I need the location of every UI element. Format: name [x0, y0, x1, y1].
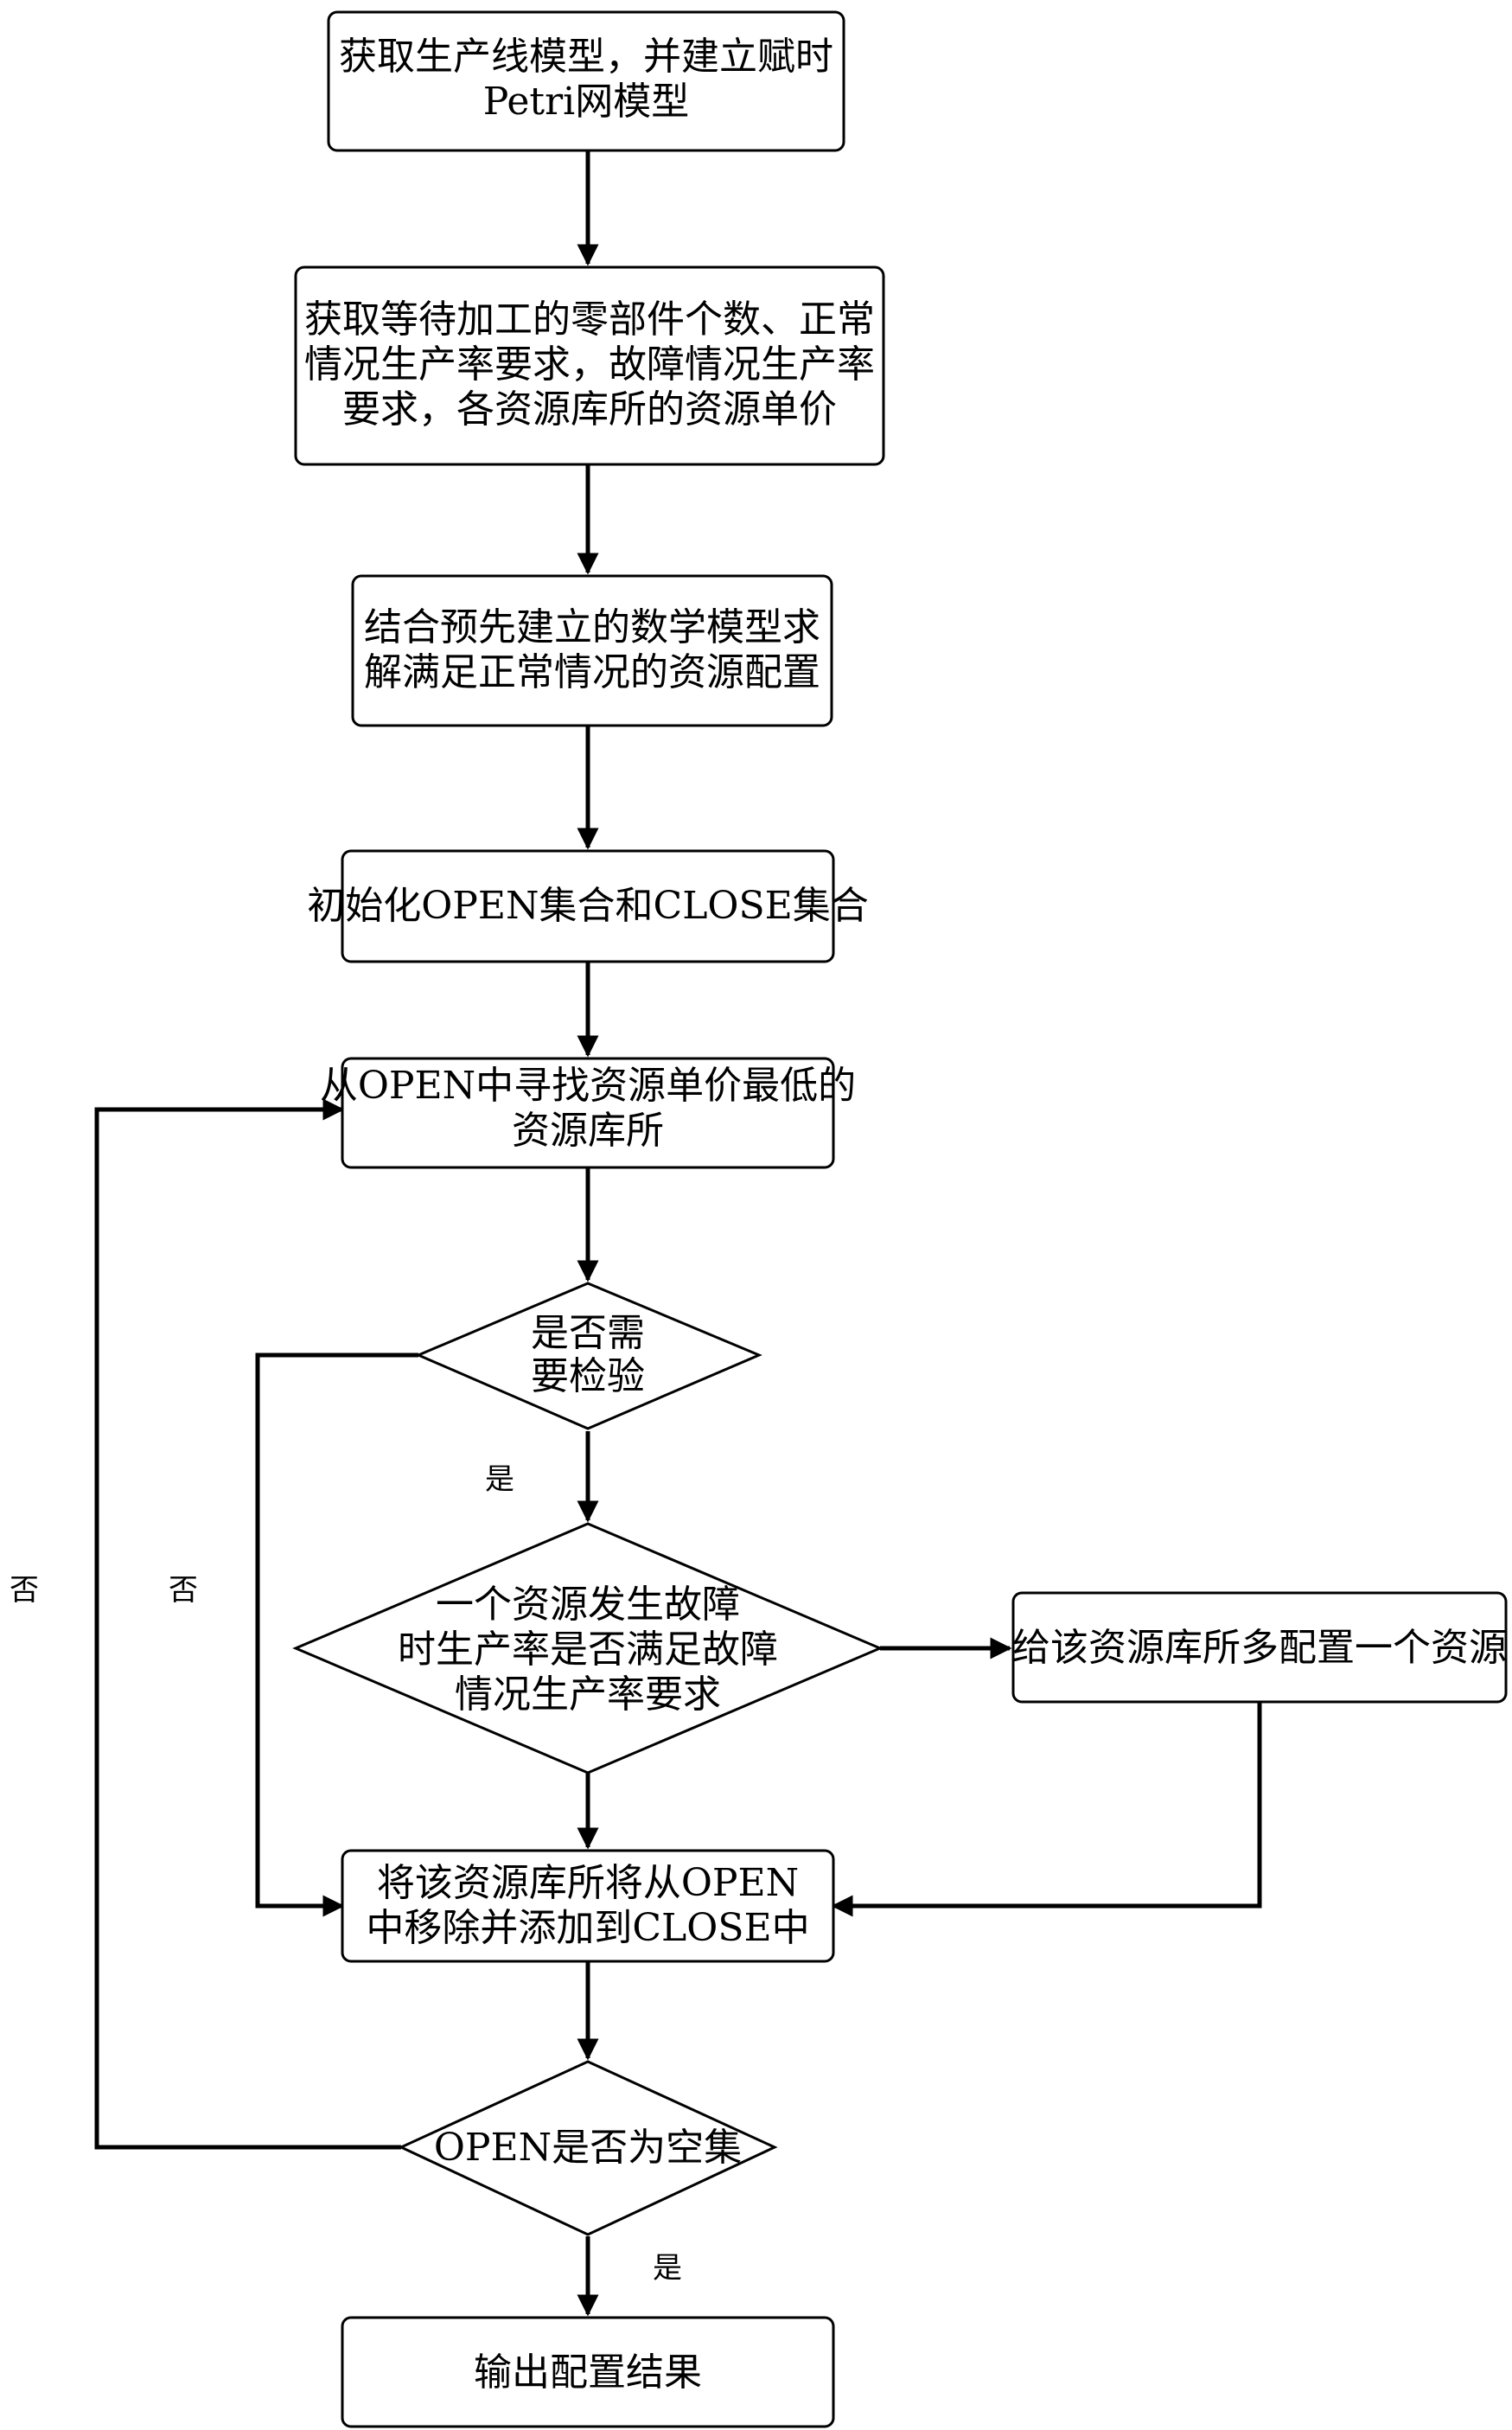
step5-line2: 资源库所 — [512, 1109, 664, 1153]
step3-line2: 解满足正常情况的资源配置 — [364, 650, 820, 694]
process-add-resource: 给该资源库所多配置一个资源 — [1011, 1591, 1508, 1704]
decision-open-empty: OPEN是否为空集 — [398, 2060, 778, 2236]
step3-line1: 结合预先建立的数学模型求 — [364, 605, 820, 649]
decision1-line2: 要检验 — [531, 1354, 645, 1398]
process-step-4: 初始化OPEN集合和CLOSE集合 — [307, 849, 869, 963]
step2-line3: 要求，各资源库所的资源单价 — [342, 387, 837, 432]
label-no-open: 否 — [10, 1573, 39, 1608]
label-yes-open: 是 — [653, 2251, 682, 2286]
arrow-decision1-no-step6 — [255, 1352, 418, 1917]
decision-fault-rate: 一个资源发生故障 时生产率是否满足故障 情况生产率要求 — [292, 1522, 884, 1775]
step6-line1: 将该资源库所将从OPEN — [377, 1861, 799, 1905]
step1-line2: Petri网模型 — [483, 80, 689, 124]
step4-line1: 初始化OPEN集合和CLOSE集合 — [307, 884, 869, 928]
label-no-check: 否 — [169, 1573, 198, 1608]
step7-line1: 输出配置结果 — [474, 2350, 702, 2395]
decision3-line1: OPEN是否为空集 — [434, 2126, 742, 2170]
connectors — [94, 150, 1262, 2317]
decision-need-check: 是否需 要检验 — [415, 1282, 762, 1430]
process-step-1: 获取生产线模型，并建立赋时 Petri网模型 — [327, 10, 845, 152]
decision2-line2: 时生产率是否满足故障 — [398, 1627, 778, 1672]
sidebox-line1: 给该资源库所多配置一个资源 — [1012, 1626, 1507, 1670]
process-step-7: 输出配置结果 — [341, 2316, 835, 2428]
process-step-2: 获取等待加工的零部件个数、正常 情况生产率要求，故障情况生产率 要求，各资源库所… — [294, 265, 885, 466]
step1-line1: 获取生产线模型，并建立赋时 — [339, 35, 833, 79]
process-step-5: 从OPEN中寻找资源单价最低的 资源库所 — [320, 1057, 856, 1169]
process-step-3: 结合预先建立的数学模型求 解满足正常情况的资源配置 — [351, 574, 833, 727]
step2-line1: 获取等待加工的零部件个数、正常 — [304, 297, 875, 342]
decision2-line1: 一个资源发生故障 — [436, 1583, 740, 1627]
decision1-line1: 是否需 — [531, 1311, 645, 1355]
step2-line2: 情况生产率要求，故障情况生产率 — [304, 342, 875, 387]
process-step-6: 将该资源库所将从OPEN 中移除并添加到CLOSE中 — [341, 1849, 835, 1963]
label-yes-check: 是 — [485, 1462, 514, 1497]
step6-line2: 中移除并添加到CLOSE中 — [366, 1906, 809, 1950]
step5-line1: 从OPEN中寻找资源单价最低的 — [320, 1064, 856, 1108]
arrow-decision3-no-step5 — [94, 1098, 401, 2150]
arrow-sidebox-step6 — [831, 1702, 1262, 1917]
decision2-line3: 情况生产率要求 — [455, 1672, 721, 1717]
